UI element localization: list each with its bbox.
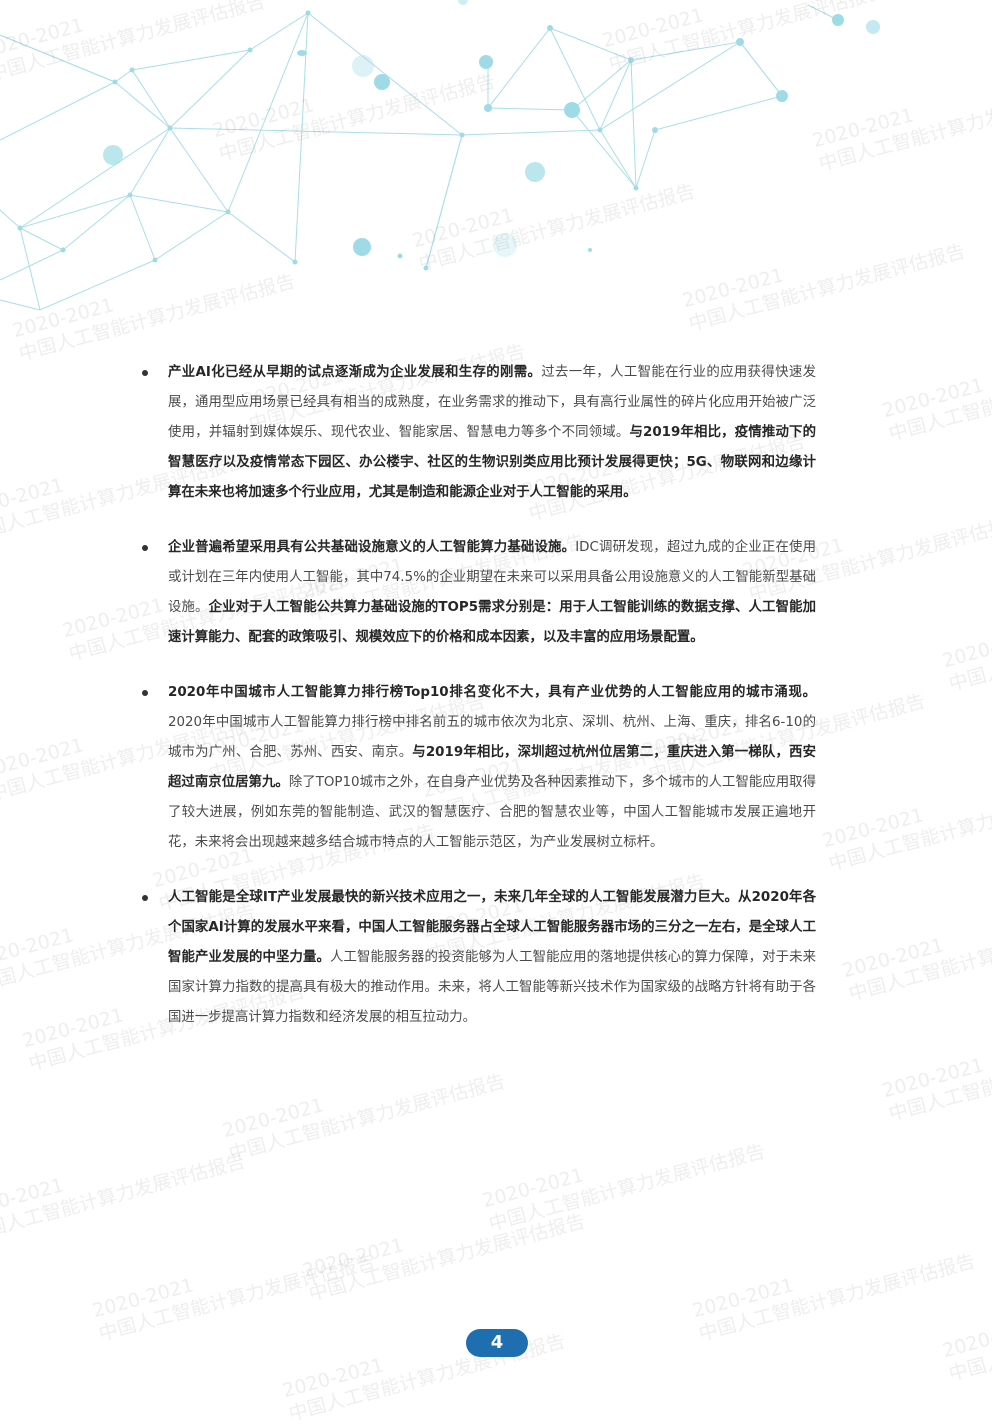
bold-text: 人工智能是全球IT产业发展最快的新兴技术应用之一，未来几年全球的人工智能发展潜力… (168, 890, 816, 965)
bullet-dot-icon (142, 545, 148, 551)
bold-text: 2020年中国城市人工智能算力排行榜Top10排名变化不大，具有产业优势的人工智… (168, 685, 816, 700)
bold-text: 产业AI化已经从早期的试点逐渐成为企业发展和生存的刚需。 (168, 365, 542, 380)
bullet-paragraph: 产业AI化已经从早期的试点逐渐成为企业发展和生存的刚需。过去一年，人工智能在行业… (168, 358, 816, 508)
bullet-dot-icon (142, 895, 148, 901)
bullet-paragraph: 2020年中国城市人工智能算力排行榜Top10排名变化不大，具有产业优势的人工智… (168, 678, 816, 858)
bold-text: 企业对于人工智能公共算力基础设施的TOP5需求分别是：用于人工智能训练的数据支撑… (168, 600, 816, 645)
bold-text: 与2019年相比，深圳超过杭州位居第二，重庆进入第一梯队，西安超过南京位居第九。 (168, 745, 816, 790)
page-number-badge: 4 (466, 1329, 528, 1357)
bold-text: 与2019年相比，疫情推动下的智慧医疗以及疫情常态下园区、办公楼宇、社区的生物识… (168, 425, 816, 500)
body-text: 2020年中国城市人工智能算力排行榜中排名前五的城市依次为北京、深圳、杭州、上海… (168, 715, 816, 760)
summary-bullet-list: 产业AI化已经从早期的试点逐渐成为企业发展和生存的刚需。过去一年，人工智能在行业… (140, 358, 816, 1033)
bullet-paragraph: 企业普遍希望采用具有公共基础设施意义的人工智能算力基础设施。IDC调研发现，超过… (168, 533, 816, 653)
bullet-dot-icon (142, 690, 148, 696)
bullet-dot-icon (142, 370, 148, 376)
bullet-item: 企业普遍希望采用具有公共基础设施意义的人工智能算力基础设施。IDC调研发现，超过… (140, 533, 816, 653)
bullet-paragraph: 人工智能是全球IT产业发展最快的新兴技术应用之一，未来几年全球的人工智能发展潜力… (168, 883, 816, 1033)
network-decoration (0, 0, 880, 311)
bullet-item: 人工智能是全球IT产业发展最快的新兴技术应用之一，未来几年全球的人工智能发展潜力… (140, 883, 816, 1033)
body-text: 除了TOP10城市之外，在自身产业优势及各种因素推动下，多个城市的人工智能应用取… (168, 775, 816, 850)
bold-text: 企业普遍希望采用具有公共基础设施意义的人工智能算力基础设施。 (168, 540, 576, 555)
body-text: 人工智能服务器的投资能够为人工智能应用的落地提供核心的算力保障，对于未来国家计算… (168, 950, 817, 1025)
body-text: 过去一年，人工智能在行业的应用获得快速发展，通用型应用场景已经具有相当的成熟度，… (168, 365, 817, 440)
bullet-item: 产业AI化已经从早期的试点逐渐成为企业发展和生存的刚需。过去一年，人工智能在行业… (140, 358, 816, 508)
bullet-item: 2020年中国城市人工智能算力排行榜Top10排名变化不大，具有产业优势的人工智… (140, 678, 816, 858)
body-text: IDC调研发现，超过九成的企业正在使用或计划在三年内使用人工智能，其中74.5%… (168, 540, 817, 615)
